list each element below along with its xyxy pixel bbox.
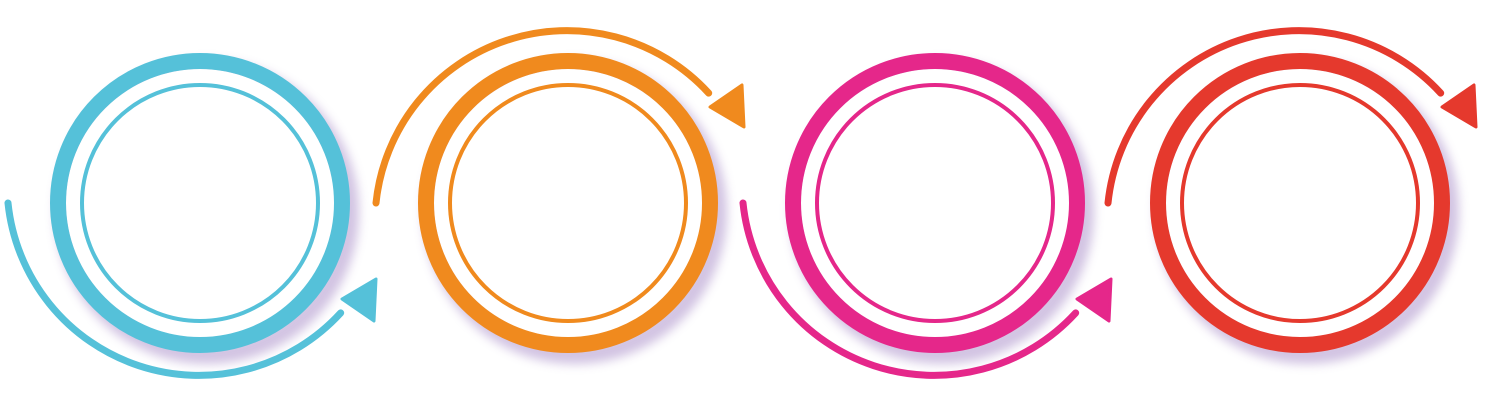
outer-ring — [418, 53, 718, 353]
curved-arrow — [1104, 27, 1445, 207]
inner-ring — [448, 83, 688, 323]
arrowhead-icon — [340, 277, 378, 323]
curved-arrow — [739, 199, 1080, 379]
arrowhead-icon — [708, 83, 746, 129]
outer-ring — [1150, 53, 1450, 353]
step-1 — [4, 53, 378, 379]
step-2 — [372, 27, 746, 364]
ring-fill — [434, 69, 702, 337]
ring-fill — [801, 69, 1069, 337]
outer-ring — [785, 53, 1085, 353]
outer-ring — [50, 53, 350, 353]
curved-arrow — [4, 199, 345, 379]
curved-arrow — [372, 27, 713, 207]
ring-fill — [1166, 69, 1434, 337]
ring-fill — [66, 69, 334, 337]
arrowhead-icon — [1075, 277, 1113, 323]
step-3 — [739, 53, 1113, 379]
arrowhead-icon — [1440, 83, 1478, 129]
inner-ring — [80, 83, 320, 323]
inner-ring — [1180, 83, 1420, 323]
inner-ring — [815, 83, 1055, 323]
step-4 — [1104, 27, 1478, 364]
